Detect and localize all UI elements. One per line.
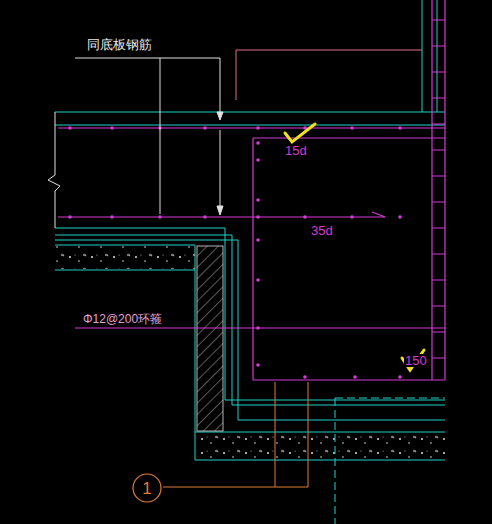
- rebar-note: Φ12@200环箍: [82, 313, 163, 325]
- rebar-note: 同底板钢筋: [86, 38, 153, 51]
- rebar-tick: [432, 202, 445, 203]
- rebar-tick: [432, 280, 445, 281]
- rebar-dot: [68, 126, 72, 130]
- check-mark: [285, 124, 424, 370]
- callout-circle: 1: [132, 473, 162, 503]
- rebar: [58, 0, 445, 380]
- dashed-line: [335, 398, 445, 524]
- rebar-dot: [256, 326, 260, 330]
- rebar-dot: [256, 198, 260, 202]
- rebar-tick: [432, 306, 445, 307]
- rebar-dot: [303, 375, 307, 379]
- callout-leader: [163, 382, 308, 487]
- rebar-dot: [110, 215, 114, 219]
- rebar-dot: [256, 158, 260, 162]
- rebar-dot: [256, 238, 260, 242]
- rebar-tick: [432, 150, 445, 151]
- rebar-dot: [110, 126, 114, 130]
- rebar-tick: [432, 20, 445, 21]
- rebar-dot: [203, 215, 207, 219]
- rebar-section: [68, 126, 402, 379]
- rebar-dot: [256, 278, 260, 282]
- rebar-tick: [432, 332, 445, 333]
- rebar-tick: [432, 98, 445, 99]
- leader-line: [75, 58, 223, 215]
- rebar-dot: [398, 126, 402, 130]
- rebar-dot: [350, 215, 354, 219]
- rebar-tick: [432, 72, 445, 73]
- gravel-cushion: [196, 433, 445, 459]
- rebar-ticks: [432, 20, 445, 358]
- dimension: 35d: [310, 224, 334, 237]
- rebar-dot: [256, 126, 260, 130]
- rebar-dot: [256, 141, 260, 145]
- rebar-dot: [398, 215, 402, 219]
- rebar-tick: [432, 46, 445, 47]
- rebar-tick: [432, 124, 445, 125]
- rebar-dot: [68, 215, 72, 219]
- rebar-tick: [432, 358, 445, 359]
- dimension: 15d: [284, 144, 308, 157]
- rebar-dot: [350, 126, 354, 130]
- rebar-dot: [353, 375, 357, 379]
- slab-outline: [55, 0, 445, 460]
- break-line: [48, 112, 60, 228]
- reference-line: [236, 50, 422, 100]
- rebar-dot: [158, 215, 162, 219]
- dimension: 150: [404, 354, 428, 367]
- gravel-cushion: [55, 246, 195, 269]
- rebar-tick: [432, 176, 445, 177]
- brick-wall: [197, 246, 223, 431]
- callout-number: 1: [142, 480, 151, 497]
- rebar-dot: [398, 375, 402, 379]
- rebar-dot: [303, 215, 307, 219]
- rebar-tick: [432, 254, 445, 255]
- rebar-tick: [432, 228, 445, 229]
- rebar-dot: [256, 215, 260, 219]
- rebar-dot: [256, 363, 260, 367]
- rebar-dot: [203, 126, 207, 130]
